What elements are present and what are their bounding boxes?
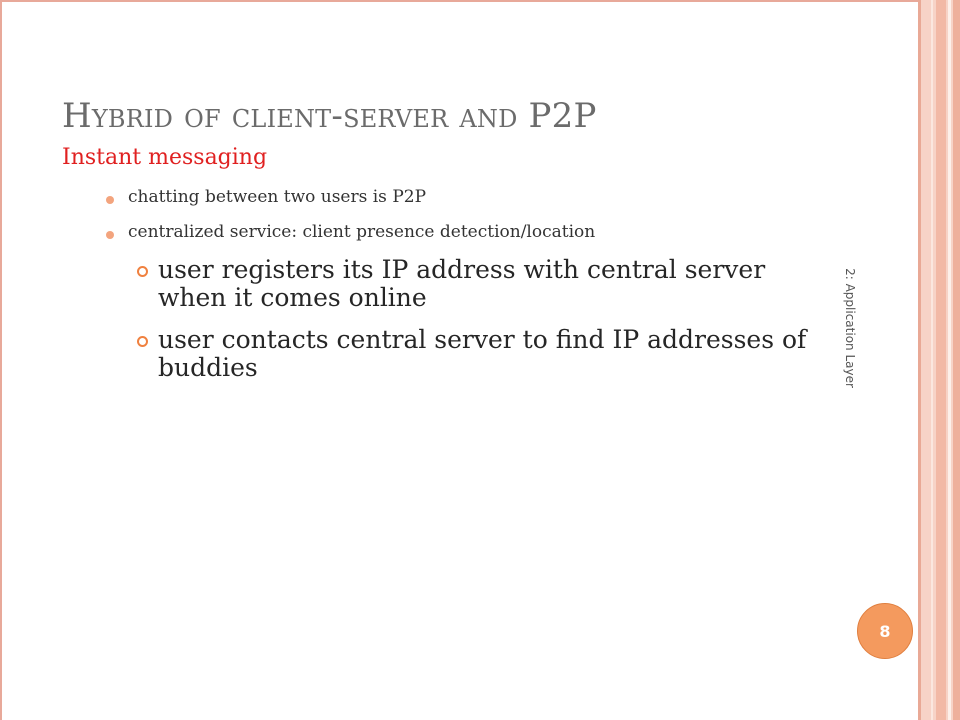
decorative-stripe [948,0,951,720]
decorative-stripe [918,0,921,720]
decorative-stripe [931,0,933,720]
slide-title: Hybrid of client-server and P2P [62,96,597,136]
decorative-stripe [953,0,960,720]
slide-border-left [0,0,2,720]
slide-subtitle: Instant messaging [62,145,268,170]
sub-bullet-item: user contacts central server to find IP … [158,325,807,382]
sub-bullet-item: user registers its IP address with centr… [158,255,766,312]
sub-bullet-ring-icon [137,336,148,347]
bullet-dot-icon [106,231,114,239]
decorative-stripe [936,0,946,720]
bullet-dot-icon [106,196,114,204]
page-number-badge: 8 [857,603,913,659]
bullet-item: centralized service: client presence det… [128,222,596,242]
sub-bullet-ring-icon [137,266,148,277]
bullet-item: chatting between two users is P2P [128,187,427,207]
slide-border-top [0,0,920,2]
side-section-label: 2: Application Layer [843,268,857,388]
